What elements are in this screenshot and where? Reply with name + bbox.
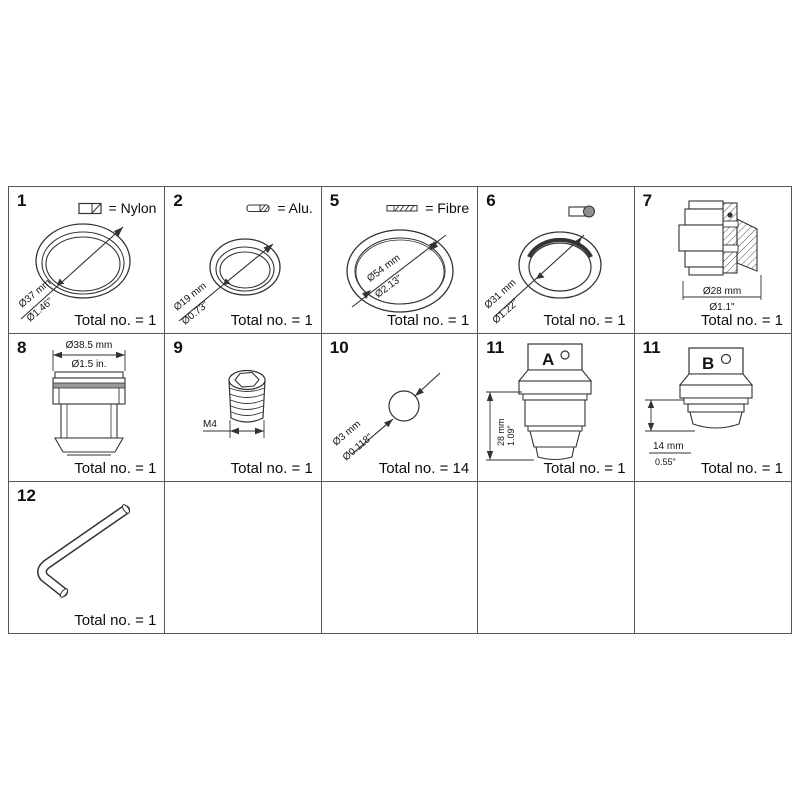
dim-in: 1.09" bbox=[506, 425, 516, 446]
part-number: 11 bbox=[486, 338, 505, 357]
dim-mm: 28 mm bbox=[496, 418, 506, 446]
legend-fibre: = Fibre bbox=[386, 200, 469, 216]
dim-in: Ø1.5 in. bbox=[71, 359, 106, 370]
plug-a-drawing: A 28 mm 1.09" bbox=[486, 343, 593, 461]
part-number: 2 bbox=[173, 191, 183, 210]
nylon-section-icon bbox=[77, 202, 102, 214]
total-label: Total no. = 1 bbox=[700, 460, 783, 477]
total-label: Total no. = 1 bbox=[74, 312, 157, 329]
part-cell-8: 8 Ø38.5 mm Ø1.5 in. Total no. bbox=[9, 334, 166, 482]
empty-cell bbox=[322, 482, 479, 633]
dim-in: 0.55" bbox=[655, 457, 676, 467]
part-cell-12: 12 Total no. = 1 bbox=[9, 482, 166, 633]
empty-cell bbox=[165, 482, 322, 633]
part-cell-1: 1 = Nylon Ø37 mm Ø1.46" Total no. = 1 bbox=[9, 187, 166, 334]
legend-label: = Fibre bbox=[425, 200, 470, 216]
part-number: 9 bbox=[173, 338, 183, 357]
dim-in: Ø1.1" bbox=[709, 302, 735, 313]
total-label: Total no. = 1 bbox=[230, 312, 313, 329]
parts-table: 1 = Nylon Ø37 mm Ø1.46" Total no. = 1 bbox=[8, 186, 792, 634]
dim-mm: Ø38.5 mm bbox=[66, 340, 113, 351]
total-label: Total no. = 1 bbox=[700, 312, 783, 329]
part-cell-6: 6 Ø31 mm Ø1.22" Total no. = 1 bbox=[478, 187, 635, 334]
legend-oring bbox=[568, 205, 596, 218]
plug-b-drawing: B 14 mm 0.55" bbox=[644, 347, 753, 467]
part-cell-10: 10 Ø3 mm Ø0.118" Total no. = 14 bbox=[321, 334, 479, 482]
set-screw-drawing: M4 bbox=[203, 369, 266, 438]
part-number: 5 bbox=[329, 191, 340, 210]
part-cell-11b: 11 B 14 mm 0.55" Total no. = 1 bbox=[634, 334, 791, 482]
part-mark-b: B bbox=[702, 354, 714, 373]
union-fitting-drawing: Ø28 mm Ø1.1" bbox=[678, 200, 762, 313]
legend-alu: = Alu. bbox=[246, 200, 313, 216]
total-label: Total no. = 1 bbox=[74, 460, 157, 477]
total-label: Total no. = 1 bbox=[74, 612, 157, 629]
oring-section-icon bbox=[568, 205, 595, 218]
part-number: 1 bbox=[17, 191, 27, 210]
part-number: 11 bbox=[642, 338, 661, 357]
part-mark-a: A bbox=[542, 350, 554, 369]
part-cell-5: 5 = Fibre Ø54 mm bbox=[321, 187, 479, 334]
total-label: Total no. = 1 bbox=[230, 460, 313, 477]
total-label: Total no. = 14 bbox=[378, 460, 470, 477]
part-number: 8 bbox=[17, 338, 27, 357]
thread-size-label: M4 bbox=[203, 419, 217, 430]
part-number: 6 bbox=[486, 191, 496, 210]
allen-key-drawing bbox=[37, 504, 130, 598]
empty-cell bbox=[635, 482, 791, 633]
total-label: Total no. = 1 bbox=[387, 312, 470, 329]
part-cell-11a: 11 A 28 mm 1.09" Total no. = 1 bbox=[478, 334, 635, 482]
part-cell-2: 2 = Alu. Ø19 mm Ø0.73" Tot bbox=[165, 187, 322, 334]
cap-drawing: Ø38.5 mm Ø1.5 in. bbox=[52, 340, 126, 456]
oring-31mm-drawing: Ø31 mm Ø1.22" bbox=[483, 231, 602, 326]
alu-section-icon bbox=[246, 203, 270, 212]
part-number: 10 bbox=[329, 338, 349, 357]
total-label: Total no. = 1 bbox=[543, 460, 626, 477]
empty-cell bbox=[478, 482, 635, 633]
legend-nylon: = Nylon bbox=[77, 200, 157, 216]
part-number: 7 bbox=[642, 191, 653, 210]
part-number: 12 bbox=[17, 486, 36, 505]
legend-label: = Alu. bbox=[277, 200, 313, 216]
oring-37mm-drawing: Ø37 mm Ø1.46" bbox=[17, 223, 131, 324]
dim-mm: 14 mm bbox=[653, 441, 684, 452]
total-label: Total no. = 1 bbox=[543, 312, 626, 329]
fibre-section-icon bbox=[386, 204, 418, 211]
oring-19mm-drawing: Ø19 mm Ø0.73" bbox=[172, 238, 282, 327]
gasket-54mm-drawing: Ø54 mm Ø2.13" bbox=[346, 229, 454, 313]
part-cell-7: 7 Ø28 mm bbox=[634, 187, 791, 334]
legend-label: = Nylon bbox=[108, 200, 157, 216]
dim-mm: Ø28 mm bbox=[702, 286, 740, 297]
ball-drawing: Ø3 mm Ø0.118" bbox=[331, 372, 441, 463]
part-cell-9: 9 M4 Total no. = 1 bbox=[165, 334, 322, 482]
